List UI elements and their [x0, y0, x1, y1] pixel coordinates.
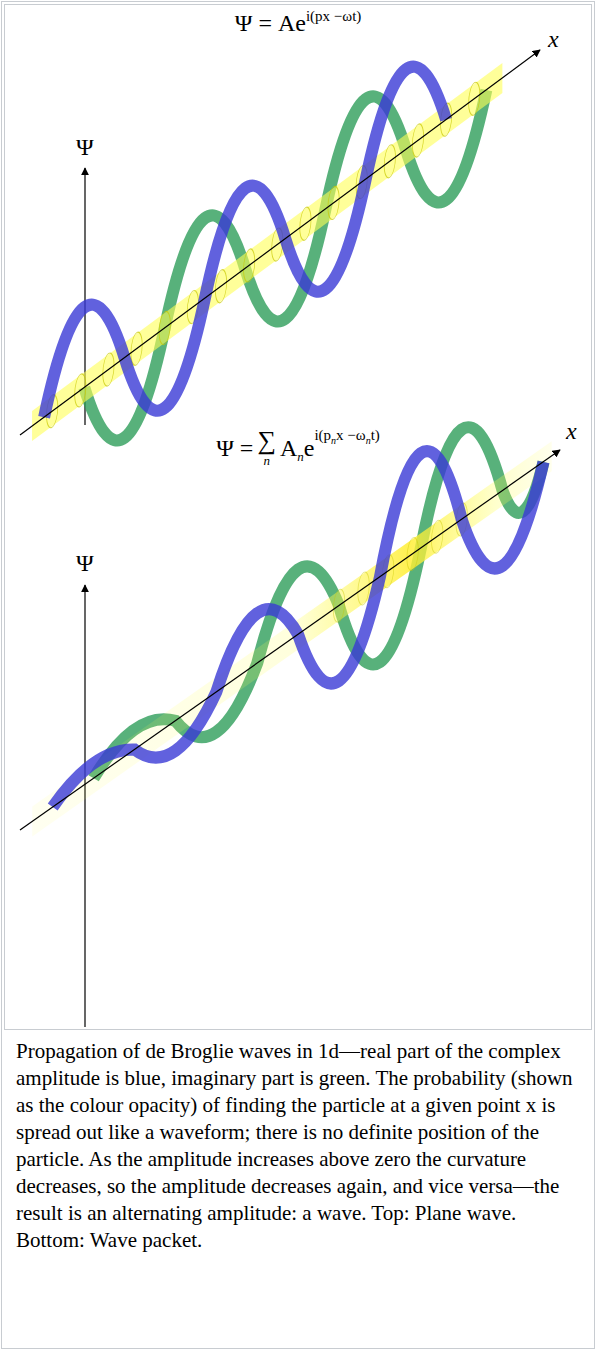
formula-text: A: [280, 435, 297, 461]
axis-label: x: [548, 26, 559, 52]
sum-symbol: ∑n: [257, 428, 276, 467]
axis-label: Ψ: [76, 550, 94, 577]
real-ribbon: [53, 367, 544, 882]
formula: Ψ = Aei(px −ωt): [0, 6, 596, 43]
wave-packet: [32, 361, 551, 906]
image-frame: [5, 5, 592, 1030]
axis-label: Ψ: [76, 134, 94, 161]
subscript: n: [366, 435, 371, 446]
formula-text: Ψ =: [216, 435, 253, 461]
axis-label: x: [548, 26, 559, 53]
axis-label: x: [566, 418, 577, 444]
exponent: x −ω: [336, 427, 366, 443]
plane-wave: [32, 0, 502, 506]
exponent: i(p: [314, 427, 331, 443]
exponent: i(px −ωt): [306, 8, 361, 24]
subscript: n: [331, 435, 336, 446]
formula-text: e: [304, 435, 315, 461]
subscript: n: [297, 449, 304, 464]
x-axis: [20, 450, 560, 830]
caption: Propagation of de Broglie waves in 1d—re…: [16, 1038, 578, 1254]
axis-label: Ψ: [76, 550, 94, 576]
axis-label: Ψ: [76, 134, 94, 160]
axis-label: x: [566, 418, 577, 445]
sum-index: n: [257, 454, 276, 467]
formula-text: Ψ = Ae: [235, 10, 306, 36]
x-axis: [20, 50, 540, 435]
psi-axis: [84, 585, 85, 1027]
exponent: i(pnx −ωnt): [314, 427, 379, 443]
formula: Ψ =∑nAnei(pnx −ωnt): [0, 428, 596, 474]
exponent: t): [371, 427, 380, 443]
sum-symbol: ∑: [257, 428, 276, 454]
